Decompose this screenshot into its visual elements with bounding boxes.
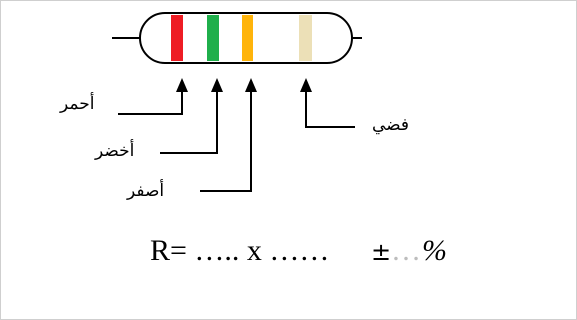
pointer-line-3	[200, 90, 252, 192]
band-1	[171, 15, 183, 61]
arrow-3	[245, 78, 257, 92]
pointer-line-1	[118, 90, 183, 115]
pointer-line-4	[305, 90, 355, 128]
band-4	[299, 15, 312, 61]
band-label-green: أخضر	[95, 141, 135, 161]
band-3	[242, 15, 253, 61]
resistance-formula: R= ….. x …… ±…%	[150, 236, 447, 266]
band-2	[207, 15, 219, 61]
percent-sign: %	[422, 234, 448, 267]
arrow-2	[211, 78, 223, 92]
pointer-line-2	[160, 90, 218, 154]
formula-lead: R= ….. x ……	[150, 234, 337, 267]
arrow-4	[300, 78, 312, 92]
arrow-1	[176, 78, 188, 92]
tolerance-dots: …	[391, 234, 423, 267]
plus-minus-sign: ±	[370, 238, 392, 266]
band-label-silver: فضي	[372, 115, 410, 135]
band-label-yellow: أصفر	[127, 181, 165, 201]
band-label-red: أحمر	[60, 94, 95, 114]
